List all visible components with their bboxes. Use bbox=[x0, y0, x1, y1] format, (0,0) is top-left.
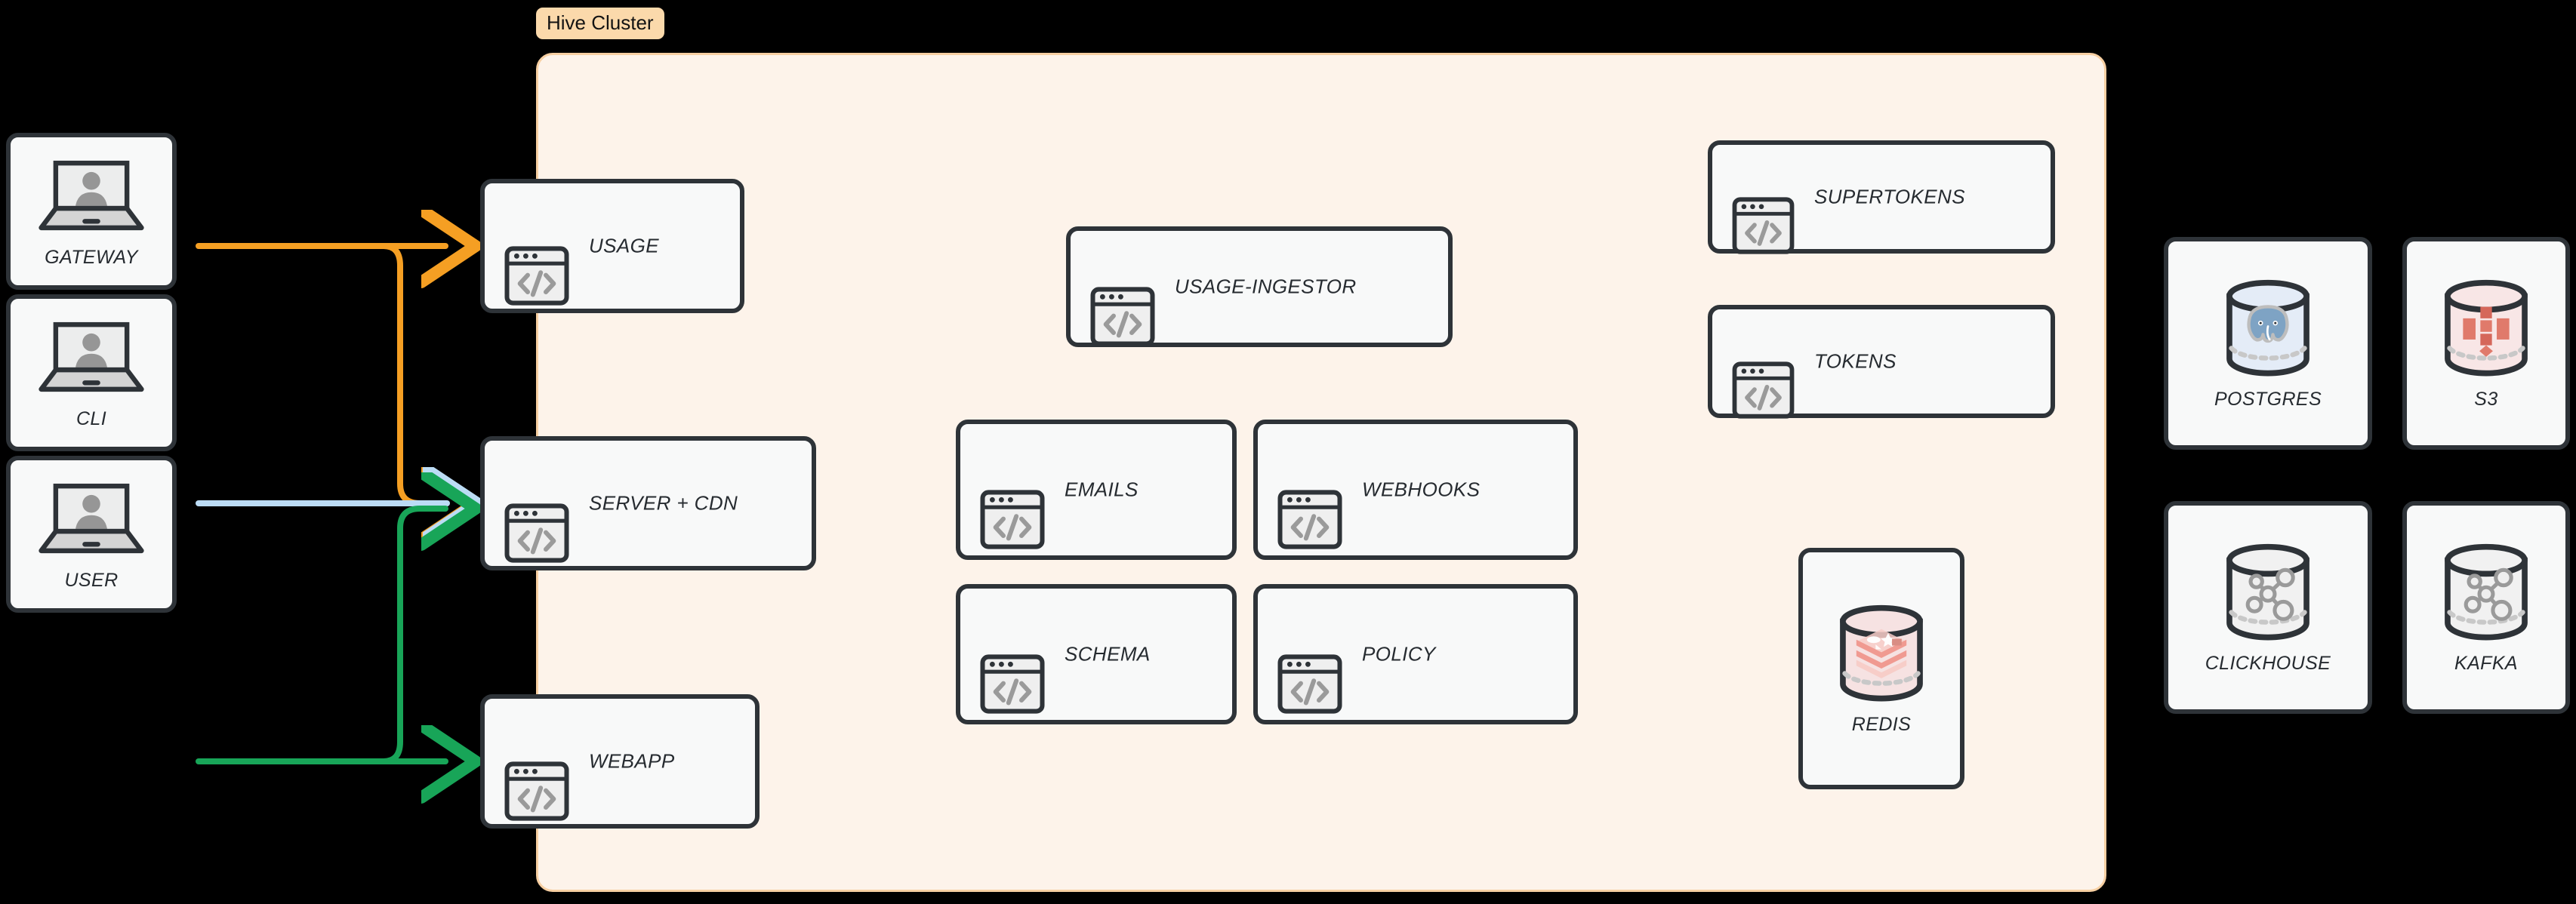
service-node-label: USAGE-INGESTOR bbox=[1175, 275, 1357, 298]
wire-gateway-server bbox=[374, 243, 445, 503]
postgres-db-icon bbox=[2220, 277, 2316, 378]
service-node-emails[interactable]: EMAILS bbox=[956, 420, 1237, 560]
datastore-node-clickhouse[interactable]: CLICKHOUSE bbox=[2164, 501, 2372, 714]
code-window-icon bbox=[504, 503, 569, 563]
code-window-icon bbox=[1277, 490, 1342, 549]
actor-node-gateway[interactable]: GATEWAY bbox=[6, 133, 177, 290]
service-node-label: USAGE bbox=[589, 234, 660, 257]
service-node-policy[interactable]: POLICY bbox=[1253, 584, 1578, 724]
service-node-usage[interactable]: USAGE bbox=[480, 179, 744, 313]
datastore-node-s3[interactable]: S3 bbox=[2402, 237, 2570, 450]
service-node-webapp[interactable]: WEBAPP bbox=[480, 694, 760, 829]
service-node-label: SCHEMA bbox=[1065, 642, 1151, 666]
code-window-icon bbox=[980, 654, 1045, 714]
service-node-label: SUPERTOKENS bbox=[1814, 185, 1965, 208]
service-node-label: TOKENS bbox=[1814, 349, 1897, 373]
generic-db-icon bbox=[2220, 541, 2316, 642]
code-window-icon bbox=[1732, 361, 1795, 419]
service-node-label: WEBHOOKS bbox=[1362, 478, 1481, 501]
service-node-server-cdn[interactable]: SERVER + CDN bbox=[480, 436, 816, 570]
datastore-node-label: POSTGRES bbox=[2214, 388, 2322, 410]
actor-node-label: CLI bbox=[75, 407, 107, 429]
redis-db-icon bbox=[1833, 602, 1930, 703]
code-window-icon bbox=[504, 761, 569, 821]
datastore-node-label: REDIS bbox=[1851, 713, 1912, 735]
service-node-schema[interactable]: SCHEMA bbox=[956, 584, 1237, 724]
service-node-label: POLICY bbox=[1362, 642, 1436, 666]
hive-cluster-label: Hive Cluster bbox=[536, 8, 664, 39]
s3-db-icon bbox=[2438, 277, 2534, 378]
actor-node-cli[interactable]: CLI bbox=[6, 294, 177, 451]
datastore-node-kafka[interactable]: KAFKA bbox=[2402, 501, 2570, 714]
service-node-label: WEBAPP bbox=[589, 749, 675, 773]
laptop-user-icon bbox=[35, 478, 148, 559]
laptop-user-icon bbox=[35, 155, 148, 236]
code-window-icon bbox=[980, 490, 1045, 549]
service-node-label: EMAILS bbox=[1065, 478, 1139, 501]
service-node-webhooks[interactable]: WEBHOOKS bbox=[1253, 420, 1578, 560]
service-node-usage-ingestor[interactable]: USAGE-INGESTOR bbox=[1066, 226, 1453, 347]
code-window-icon bbox=[1732, 197, 1795, 254]
datastore-node-label: KAFKA bbox=[2454, 652, 2518, 674]
actor-node-label: GATEWAY bbox=[45, 246, 138, 268]
code-window-icon bbox=[504, 246, 569, 306]
service-node-label: SERVER + CDN bbox=[589, 491, 738, 515]
datastore-node-label: S3 bbox=[2474, 388, 2498, 410]
code-window-icon bbox=[1090, 287, 1155, 346]
wire-user-server bbox=[374, 509, 445, 764]
generic-db-icon bbox=[2438, 541, 2534, 642]
service-node-supertokens[interactable]: SUPERTOKENS bbox=[1708, 140, 2055, 254]
actor-node-label: USER bbox=[64, 569, 119, 591]
laptop-user-icon bbox=[35, 316, 148, 398]
datastore-node-postgres[interactable]: POSTGRES bbox=[2164, 237, 2372, 450]
service-node-tokens[interactable]: TOKENS bbox=[1708, 305, 2055, 419]
actor-node-user[interactable]: USER bbox=[6, 456, 177, 613]
datastore-node-label: CLICKHOUSE bbox=[2205, 652, 2331, 674]
code-window-icon bbox=[1277, 654, 1342, 714]
datastore-node-redis[interactable]: REDIS bbox=[1798, 548, 1964, 789]
